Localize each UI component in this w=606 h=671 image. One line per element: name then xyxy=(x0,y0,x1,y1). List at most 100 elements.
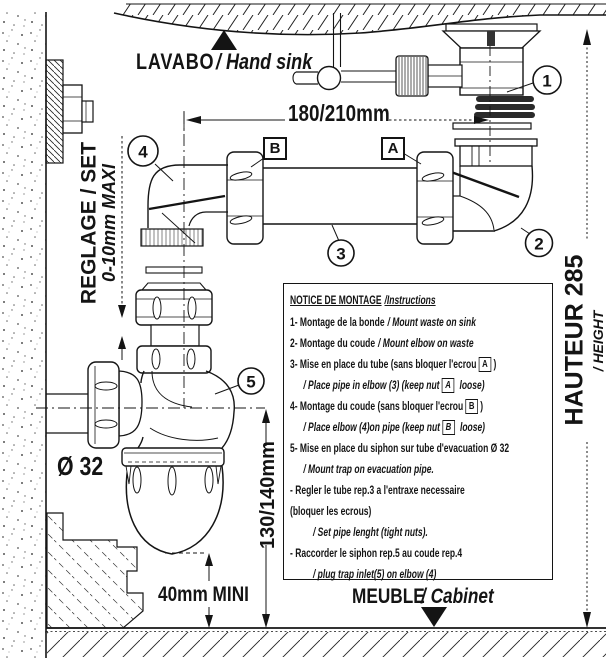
note2-en: / plug trap inlet(5) on elbow (4) xyxy=(312,568,437,581)
trap-bell xyxy=(125,465,224,555)
pipe-diameter-label: Ø 32 xyxy=(57,451,104,481)
step1-fr: 1- Montage de la bonde xyxy=(290,316,385,329)
callout-2: 2 xyxy=(534,234,544,254)
sink-label-fr: LAVABO xyxy=(136,49,215,74)
instruction-note-1b: (bloquer les ecrous) xyxy=(290,501,484,522)
step5-en: / Mount trap on evacuation pipe. xyxy=(303,463,434,476)
instructions-title: NOTICE DE MONTAGE /Instructions xyxy=(290,289,484,312)
instruction-step-5: 5- Mise en place du siphon sur tube d'ev… xyxy=(290,438,509,459)
dimension-outlet-height xyxy=(262,409,270,628)
instruction-step-4-en: / Place elbow (4)on pipe (keep nut B loo… xyxy=(290,417,486,438)
callout-3: 3 xyxy=(336,244,346,264)
cabinet-label-fr: MEUBLE xyxy=(352,585,425,608)
trap-outlet-nut xyxy=(87,361,120,449)
trap-inlet-stack xyxy=(135,282,213,374)
floor-section xyxy=(46,607,606,657)
floor-clearance-label: 40mm MINI xyxy=(158,583,249,606)
instruction-note-1: - Regler le tube rep.3 a l'entraxe neces… xyxy=(290,480,484,501)
step2-en: / Mount elbow on waste xyxy=(378,337,474,350)
dimension-adjust xyxy=(118,136,126,360)
instructions-box: NOTICE DE MONTAGE /Instructions 1- Monta… xyxy=(283,283,553,581)
sink-pointer-triangle xyxy=(211,30,237,50)
nut-a-label: A xyxy=(381,137,405,160)
step4-fr-end: ) xyxy=(480,400,484,413)
instruction-step-2: 2- Montage du coude / Mount elbow on was… xyxy=(290,333,484,354)
height-dimension-label-fr: HAUTEUR 285 xyxy=(560,254,589,426)
callout-circle-2 xyxy=(524,228,554,258)
overflow-pipe xyxy=(292,13,397,91)
instructions-title-fr: NOTICE DE MONTAGE xyxy=(290,294,382,307)
step3-fr-end: ) xyxy=(493,358,497,371)
step3-en-nut-a-box: A xyxy=(441,378,455,393)
waste-assembly-part1 xyxy=(395,23,542,130)
note1-en: / Set pipe lenght (tight nuts). xyxy=(312,526,428,539)
drain-threads xyxy=(474,96,535,118)
callout-5: 5 xyxy=(246,372,256,392)
dimension-height xyxy=(583,29,591,628)
width-dimension-label: 180/210mm xyxy=(288,100,390,126)
wall-section xyxy=(1,12,47,658)
elbow2-seam xyxy=(442,167,520,199)
drain-washer xyxy=(452,122,532,130)
dimension-floor-clearance xyxy=(165,552,213,628)
wall-outlet-pipe xyxy=(46,393,89,434)
instruction-step-1: 1- Montage de la bonde / Mount waste on … xyxy=(290,312,484,333)
nut-b-fitting xyxy=(226,151,264,245)
trap-flange xyxy=(121,447,225,467)
step2-fr: 2- Montage du coude xyxy=(290,337,376,350)
callout-circle-3 xyxy=(327,239,355,267)
step3-nut-a-box: A xyxy=(478,357,492,372)
sink-section xyxy=(113,3,606,50)
step3-fr: 3- Mise en place du tube (sans bloquer l… xyxy=(290,358,477,371)
instruction-step-3-en: / Place pipe in elbow (3) (keep nut A lo… xyxy=(290,375,485,396)
cabinet-section xyxy=(46,512,144,629)
trap-outlet-collar xyxy=(118,370,143,437)
callout-1: 1 xyxy=(542,71,552,91)
bottle-trap-part5 xyxy=(87,361,235,555)
note1-fr2: (bloquer les ecrous) xyxy=(290,505,372,518)
callout-circle-5 xyxy=(237,367,265,395)
cabinet-label-en: / Cabinet xyxy=(421,585,494,608)
instruction-step-4: 4- Montage du coude (sans bloquer l'ecro… xyxy=(290,396,484,417)
step4-en-end: loose) xyxy=(459,421,486,434)
step1-en: / Mount waste on sink xyxy=(387,316,476,329)
note1-fr: - Regler le tube rep.3 a l'entraxe neces… xyxy=(290,484,465,497)
adjust-label-en: 0-10mm MAXI xyxy=(99,163,119,283)
dimension-width xyxy=(183,111,489,131)
step3-en-end: loose) xyxy=(459,379,485,392)
callout-circle-1 xyxy=(532,65,562,95)
instructions-title-en: /Instructions xyxy=(384,294,436,307)
cabinet-pointer-triangle xyxy=(421,607,447,627)
knurled-nut xyxy=(395,55,429,97)
callout-marks xyxy=(127,65,562,395)
centerlines xyxy=(36,46,491,409)
wall-bolt xyxy=(45,59,94,164)
instruction-note-2-en: / plug trap inlet(5) on elbow (4) xyxy=(290,564,484,585)
elbow-part2 xyxy=(442,138,538,232)
sink-label-en: / Hand sink xyxy=(216,49,313,74)
elbow-part4 xyxy=(140,164,228,274)
instruction-note-1-en: / Set pipe lenght (tight nuts). xyxy=(290,522,484,543)
outlet-height-label: 130/140mm xyxy=(257,441,279,549)
step3-en: / Place pipe in elbow (3) (keep nut xyxy=(303,379,440,392)
instruction-step-5-en: / Mount trap on evacuation pipe. xyxy=(290,459,484,480)
pipe-part3 xyxy=(263,167,417,225)
callout-4: 4 xyxy=(138,142,148,162)
step4-en: / Place elbow (4)on pipe (keep nut xyxy=(303,421,440,434)
callout-circle-4 xyxy=(127,135,159,167)
step4-en-nut-b-box: B xyxy=(442,420,455,435)
drain-pin xyxy=(487,31,495,46)
step5-fr: 5- Mise en place du siphon sur tube d'ev… xyxy=(290,442,510,455)
nut-b-label: B xyxy=(263,137,287,160)
instruction-note-2: - Raccorder le siphon rep.5 au coude rep… xyxy=(290,543,484,564)
height-dimension-label-en: / HEIGHT xyxy=(590,310,606,372)
elbow4-washer xyxy=(145,266,203,274)
adjust-label-fr: REGLAGE / SET xyxy=(77,141,101,305)
overflow-knob xyxy=(316,65,342,91)
elbow4-seam xyxy=(148,194,226,211)
step4-nut-b-box: B xyxy=(465,399,478,414)
note2-fr: - Raccorder le siphon rep.5 au coude rep… xyxy=(290,547,463,560)
step4-fr: 4- Montage du coude (sans bloquer l'ecro… xyxy=(290,400,464,413)
nut-a-fitting xyxy=(416,151,454,245)
